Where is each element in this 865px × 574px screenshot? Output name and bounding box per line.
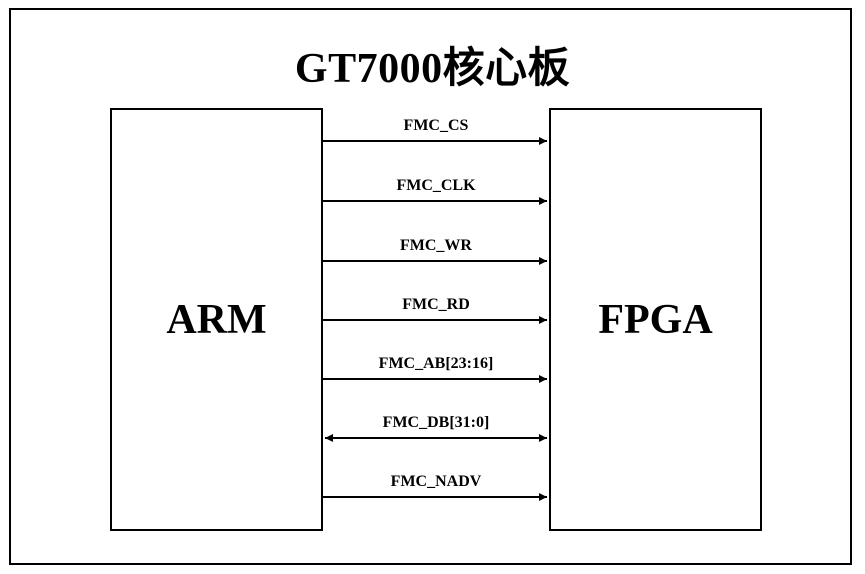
arm-block-label: ARM [166,296,267,343]
arm-block: ARM [110,108,323,531]
signal-label: FMC_CS [404,117,469,134]
signal-label: FMC_WR [400,237,472,254]
fpga-block-label: FPGA [598,296,713,343]
signal-label: FMC_NADV [391,473,482,490]
diagram-frame [9,8,852,565]
signal-label: FMC_DB[31:0] [383,414,490,431]
fpga-block: FPGA [549,108,762,531]
diagram-title: GT7000核心板 [294,46,571,92]
signal-label: FMC_AB[23:16] [379,355,494,372]
signal-label: FMC_RD [402,296,470,313]
signal-label: FMC_CLK [396,177,476,194]
